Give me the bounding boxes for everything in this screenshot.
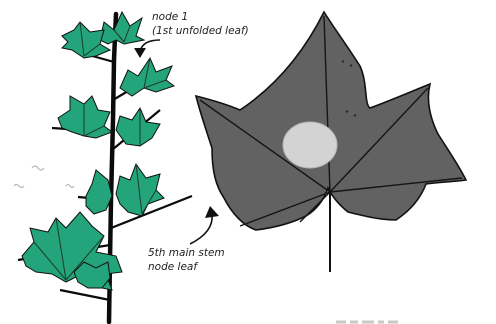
leaf-sample-spot: [283, 122, 337, 168]
cotton-plant-illustration: [14, 12, 192, 322]
first-unfolded-leaf-label: (1st unfolded leaf): [152, 25, 249, 37]
node-5-arrowhead: [205, 206, 219, 218]
node-1-label: node 1: [152, 11, 188, 23]
node-1-arrowhead: [134, 48, 146, 58]
fifth-main-stem-label: 5th main stem: [148, 247, 225, 259]
node-5-arrow: [190, 214, 212, 244]
plant-leaf-lower-right: [116, 164, 164, 216]
small-squiggle-marks: [14, 166, 74, 188]
plant-leaf-upper-right: [120, 58, 174, 96]
branch-lower-left: [60, 290, 110, 300]
plant-leaf-lower-left: [86, 170, 112, 214]
plant-leaf-mid-left: [58, 96, 112, 138]
node-1-callout: node 1 (1st unfolded leaf): [134, 11, 249, 58]
plant-leaf-bottom-small: [74, 262, 110, 288]
fifth-node-leaf-illustration: [196, 12, 466, 272]
node-5-callout: 5th main stem node leaf: [148, 206, 225, 273]
node-leaf-label: node leaf: [148, 261, 199, 273]
